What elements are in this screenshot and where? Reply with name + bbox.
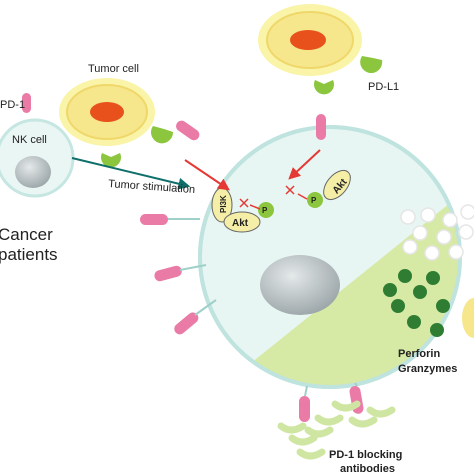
pd1-receptor — [316, 114, 326, 140]
granzymes-label: Granzymes — [398, 363, 457, 375]
patients-label: patients — [0, 245, 58, 264]
inhibition-arrow-left — [184, 159, 230, 191]
cancer-label: Cancer — [0, 225, 53, 244]
pd1-receptor — [299, 396, 310, 422]
inhibition-x-mark — [239, 185, 295, 208]
activation-arrow — [297, 193, 308, 200]
phospho-right: P — [307, 192, 323, 208]
perforin-vesicles — [400, 204, 474, 261]
signaling-complex-left: PI3K Akt — [211, 187, 261, 233]
pd-l1-ligand — [151, 126, 174, 144]
p-right-label: P — [311, 196, 317, 205]
pd-l1-label: PD-L1 — [368, 81, 399, 93]
target-cell-edge — [462, 298, 474, 338]
phospho-left: P — [258, 202, 274, 218]
pd1-receptor — [174, 312, 199, 335]
nk-cell-label: NK cell — [12, 134, 47, 146]
antibodies-label: antibodies — [340, 463, 395, 474]
receptor-tethers — [168, 218, 358, 397]
pd-l1-ligand — [314, 80, 334, 95]
perforin-label: Perforin — [398, 348, 440, 360]
tumor-cell-middle — [59, 78, 155, 146]
activated-nk-nucleus — [260, 255, 340, 315]
granzyme-granules — [383, 269, 450, 337]
akt-left-label: Akt — [232, 218, 249, 229]
tumor-cell-label: Tumor cell — [88, 63, 139, 75]
pd1-label: PD-1 — [0, 99, 25, 111]
pd1-receptor — [154, 265, 182, 282]
resting-nk-nucleus — [15, 156, 51, 188]
p-left-label: P — [262, 206, 268, 215]
resting-pd1-receptor — [22, 93, 31, 113]
activated-region — [220, 195, 460, 387]
inhibition-arrow-right — [288, 149, 321, 180]
pd1-blocking-label: PD-1 blocking — [329, 449, 402, 461]
activation-arrow — [249, 204, 261, 210]
tumor-stimulation-arrow — [71, 157, 191, 190]
pd-l1-ligand — [360, 56, 383, 74]
activated-nk-cell — [198, 125, 462, 389]
tumor-nucleus-middle — [90, 102, 124, 122]
tumor-nucleus-top — [290, 30, 326, 50]
pd1-receptor — [176, 120, 200, 141]
pd1-blocking-antibodies — [277, 400, 396, 460]
signaling-complex-right: Akt — [323, 169, 351, 201]
pd-l1-ligand — [101, 153, 121, 168]
tumor-cell-top — [258, 4, 362, 76]
resting-nk-cell — [0, 118, 75, 198]
tumor-stimulation-label: Tumor stimulation — [108, 178, 196, 196]
pd1-receptor — [140, 214, 168, 225]
pi3k-label: PI3K — [219, 195, 228, 213]
